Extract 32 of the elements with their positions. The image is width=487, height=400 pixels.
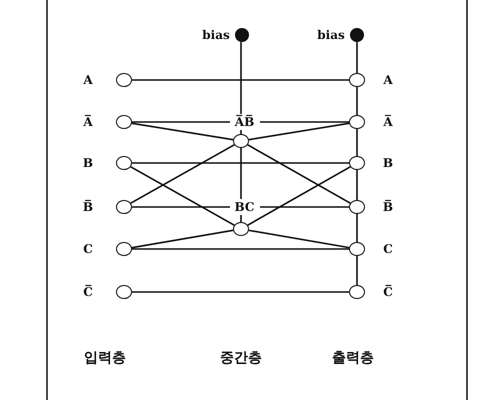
input-label: B: [82, 155, 94, 171]
bias-label: bias: [201, 27, 231, 43]
input-label: C: [82, 241, 94, 257]
bias-label: bias: [316, 27, 346, 43]
edge-label: A̅B̅: [230, 114, 260, 130]
connection-line: [132, 79, 349, 81]
input-label: C̅: [82, 284, 94, 300]
connection-line: [132, 122, 234, 141]
input-label: A̅: [82, 114, 94, 130]
output-label: B̅: [382, 199, 394, 215]
connection-line: [130, 166, 235, 226]
connection-line: [247, 144, 351, 204]
input-label: B̅: [82, 199, 94, 215]
connection-line: [132, 291, 349, 293]
edge-label: BC: [230, 199, 260, 215]
output-label: B: [382, 155, 394, 171]
connection-line: [356, 42, 358, 285]
output-label: C̅: [382, 284, 394, 300]
connection-line: [132, 162, 349, 164]
input-label: A: [82, 72, 94, 88]
connection-line: [132, 230, 234, 248]
layer-label: 입력층: [84, 349, 126, 367]
connection-line: [248, 122, 350, 140]
connection-line: [130, 144, 235, 204]
output-label: A: [382, 72, 394, 88]
connection-line: [247, 166, 351, 226]
connection-line: [248, 230, 350, 248]
output-label: A̅: [382, 114, 394, 130]
output-label: C: [382, 241, 394, 257]
layer-label: 출력층: [332, 349, 374, 367]
layer-label: 중간층: [220, 349, 262, 367]
connection-line: [132, 248, 349, 250]
